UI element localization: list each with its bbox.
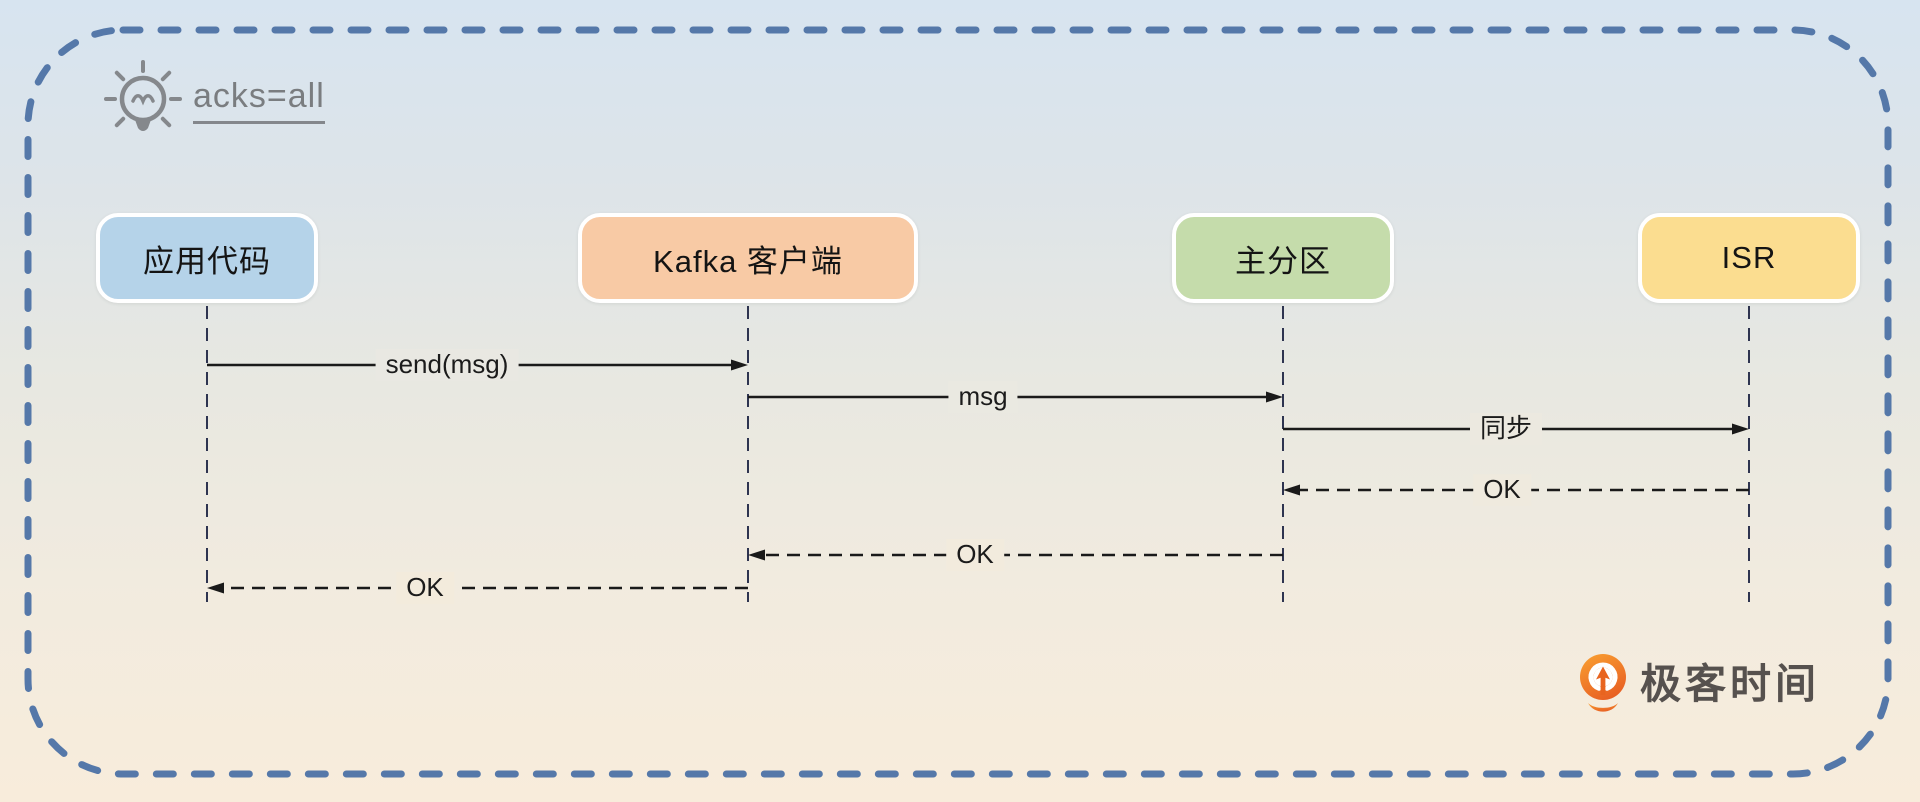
actor-box-isr: ISR bbox=[1638, 213, 1860, 303]
annotation: acks=all bbox=[99, 53, 439, 145]
message-arrowhead-5 bbox=[207, 582, 224, 594]
actor-label-app-code: 应用代码 bbox=[143, 243, 271, 279]
actor-box-app-code: 应用代码 bbox=[96, 213, 318, 303]
geektime-logo: 极客时间 bbox=[1578, 653, 1820, 716]
message-arrowhead-1 bbox=[1266, 391, 1283, 403]
actor-label-kafka-client: Kafka 客户端 bbox=[653, 243, 843, 279]
message-label-ok-leader: OK bbox=[946, 539, 1004, 571]
actor-box-leader-partition: 主分区 bbox=[1172, 213, 1394, 303]
actor-label-isr: ISR bbox=[1721, 240, 1777, 275]
message-label-msg: msg bbox=[948, 381, 1018, 413]
geektime-icon bbox=[1580, 654, 1626, 712]
message-arrowhead-0 bbox=[731, 359, 748, 371]
message-label-sync: 同步 bbox=[1469, 413, 1543, 445]
message-arrowhead-2 bbox=[1732, 423, 1749, 435]
actor-box-kafka-client: Kafka 客户端 bbox=[578, 213, 918, 303]
annotation-label: acks=all bbox=[193, 77, 325, 124]
message-arrowhead-3 bbox=[1283, 484, 1300, 496]
lightbulb-icon bbox=[104, 60, 182, 131]
message-label-ok-client: OK bbox=[396, 572, 454, 604]
dashed-frame-border bbox=[24, 26, 1892, 778]
geektime-wordmark: 极客时间 bbox=[1640, 661, 1820, 707]
actor-label-leader-partition: 主分区 bbox=[1235, 243, 1331, 279]
message-label-ok-isr: OK bbox=[1473, 474, 1531, 506]
message-label-send-msg: send(msg) bbox=[375, 349, 519, 381]
message-arrowhead-4 bbox=[748, 549, 765, 561]
